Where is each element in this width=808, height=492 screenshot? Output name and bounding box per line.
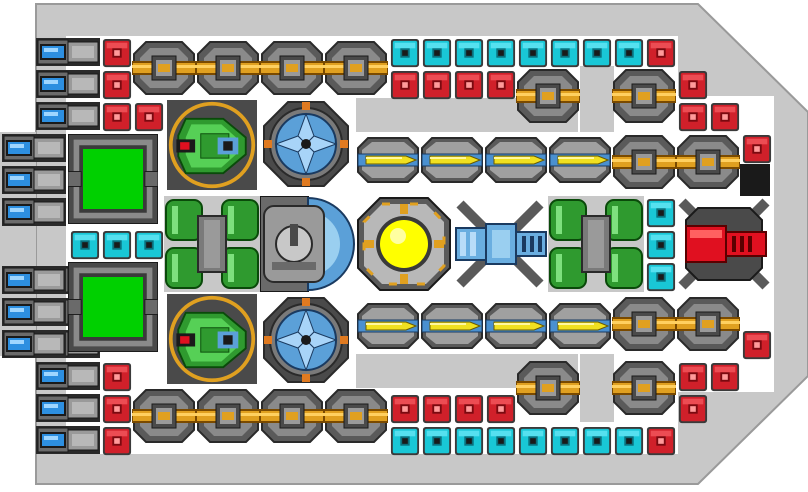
red-armor-icon[interactable] [678, 394, 708, 424]
red-armor-icon[interactable] [102, 394, 132, 424]
cyan-armor-icon[interactable] [70, 230, 100, 260]
thruster-icon[interactable] [36, 393, 100, 423]
deck-notch-top [580, 66, 614, 132]
cyan-armor-icon[interactable] [582, 38, 612, 68]
cyan-armor-icon[interactable] [486, 38, 516, 68]
red-armor-icon[interactable] [454, 394, 484, 424]
thruster-icon[interactable] [2, 197, 66, 227]
thruster-icon[interactable] [2, 165, 66, 195]
red-armor-icon[interactable] [102, 426, 132, 456]
thruster-icon[interactable] [36, 425, 100, 455]
thruster-icon[interactable] [36, 361, 100, 391]
red-armor-icon[interactable] [422, 70, 452, 100]
cyan-armor-icon[interactable] [422, 426, 452, 456]
radial-generator-icon[interactable] [263, 297, 349, 383]
cyan-armor-icon[interactable] [646, 262, 676, 292]
plasma-cannon-icon[interactable] [165, 100, 259, 190]
cyan-armor-icon[interactable] [614, 426, 644, 456]
red-armor-icon[interactable] [710, 102, 740, 132]
cyan-armor-icon[interactable] [390, 426, 420, 456]
missile-launcher-icon[interactable] [421, 303, 483, 349]
gold-turret-icon[interactable] [324, 389, 388, 443]
cyan-armor-icon[interactable] [550, 426, 580, 456]
cyan-armor-icon[interactable] [454, 426, 484, 456]
gold-turret-icon[interactable] [324, 41, 388, 95]
storage-cell-icon[interactable] [68, 262, 158, 352]
cyan-armor-icon[interactable] [486, 426, 516, 456]
gold-turret-icon[interactable] [612, 297, 676, 351]
red-armor-icon[interactable] [134, 102, 164, 132]
cyan-armor-icon[interactable] [422, 38, 452, 68]
cyan-armor-icon[interactable] [518, 38, 548, 68]
red-armor-icon[interactable] [102, 38, 132, 68]
missile-launcher-icon[interactable] [485, 137, 547, 183]
gold-turret-icon[interactable] [260, 41, 324, 95]
storage-cell-icon[interactable] [68, 134, 158, 224]
missile-launcher-icon[interactable] [357, 303, 419, 349]
gold-turret-icon[interactable] [196, 41, 260, 95]
red-armor-icon[interactable] [646, 426, 676, 456]
missile-launcher-icon[interactable] [549, 137, 611, 183]
missile-launcher-icon[interactable] [421, 137, 483, 183]
thruster-icon[interactable] [2, 297, 66, 327]
cyan-armor-icon[interactable] [550, 38, 580, 68]
fuel-tank-icon[interactable] [164, 196, 260, 292]
gold-turret-icon[interactable] [676, 135, 740, 189]
fuel-tank-icon[interactable] [548, 196, 644, 292]
cyan-armor-icon[interactable] [390, 38, 420, 68]
red-engine-icon[interactable] [682, 202, 766, 286]
red-armor-icon[interactable] [678, 70, 708, 100]
cyan-armor-icon[interactable] [582, 426, 612, 456]
gold-turret-icon[interactable] [196, 389, 260, 443]
red-armor-icon[interactable] [390, 70, 420, 100]
thruster-icon[interactable] [36, 101, 100, 131]
red-armor-icon[interactable] [742, 134, 772, 164]
red-armor-icon[interactable] [102, 362, 132, 392]
red-armor-icon[interactable] [102, 102, 132, 132]
plasma-cannon-icon[interactable] [165, 294, 259, 384]
cyan-armor-icon[interactable] [454, 38, 484, 68]
red-armor-icon[interactable] [678, 362, 708, 392]
thruster-icon[interactable] [2, 133, 66, 163]
gold-turret-icon[interactable] [612, 69, 676, 123]
thruster-icon[interactable] [2, 329, 66, 359]
thruster-icon[interactable] [2, 265, 66, 295]
cyan-armor-icon[interactable] [134, 230, 164, 260]
gold-turret-icon[interactable] [612, 361, 676, 415]
missile-launcher-icon[interactable] [485, 303, 547, 349]
missile-launcher-icon[interactable] [549, 303, 611, 349]
red-armor-icon[interactable] [454, 70, 484, 100]
red-armor-icon[interactable] [486, 394, 516, 424]
red-armor-icon[interactable] [102, 70, 132, 100]
deck-notch-bottom [580, 354, 614, 422]
thruster-icon[interactable] [36, 69, 100, 99]
deck-notch-right-top [740, 164, 770, 196]
gold-turret-icon[interactable] [612, 135, 676, 189]
cyan-armor-icon[interactable] [102, 230, 132, 260]
missile-launcher-icon[interactable] [357, 137, 419, 183]
red-armor-icon[interactable] [678, 102, 708, 132]
radial-generator-icon[interactable] [263, 101, 349, 187]
thruster-icon[interactable] [36, 37, 100, 67]
gold-turret-icon[interactable] [132, 389, 196, 443]
core-reactor-icon[interactable] [356, 196, 452, 292]
dome-turret-icon[interactable] [260, 196, 355, 292]
red-armor-icon[interactable] [710, 362, 740, 392]
cyan-armor-icon[interactable] [646, 230, 676, 260]
red-armor-icon[interactable] [390, 394, 420, 424]
cyan-armor-icon[interactable] [646, 198, 676, 228]
red-armor-icon[interactable] [422, 394, 452, 424]
red-armor-icon[interactable] [646, 38, 676, 68]
cyan-armor-icon[interactable] [518, 426, 548, 456]
gold-turret-icon[interactable] [516, 69, 580, 123]
cyan-armor-icon[interactable] [614, 38, 644, 68]
red-armor-icon[interactable] [742, 330, 772, 360]
gold-turret-icon[interactable] [132, 41, 196, 95]
gold-turret-icon[interactable] [676, 297, 740, 351]
gold-turret-icon[interactable] [260, 389, 324, 443]
gold-turret-icon[interactable] [516, 361, 580, 415]
red-armor-icon[interactable] [486, 70, 516, 100]
